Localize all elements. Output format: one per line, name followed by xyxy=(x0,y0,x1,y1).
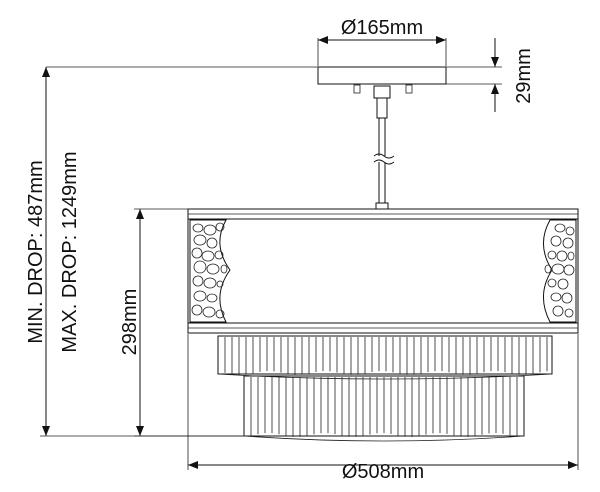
dimension-overall-diameter: Ø508mm xyxy=(187,334,579,483)
canopy-diameter-label: Ø165mm xyxy=(341,17,423,39)
canopy-plate xyxy=(317,66,447,85)
crystal-tier-upper xyxy=(217,335,553,380)
dimension-canopy-height: 29mm xyxy=(446,38,535,112)
canopy-screw-left xyxy=(353,84,361,94)
overall-diameter-label: Ø508mm xyxy=(342,461,424,483)
crystal-tier-lower xyxy=(243,375,525,442)
suspension-rod xyxy=(373,118,395,210)
dimension-canopy-diameter: Ø165mm xyxy=(317,17,447,66)
dimension-drop: MIN. DROP: 487mm MAX. DROP: 1249mm xyxy=(25,66,318,437)
canopy-screw-right xyxy=(405,84,413,94)
drum-body xyxy=(187,218,579,324)
canopy-height-label: 29mm xyxy=(513,48,535,104)
rod-coupling xyxy=(373,85,391,99)
mosaic-panel-left xyxy=(189,219,231,323)
max-drop-label: MAX. DROP: 1249mm xyxy=(59,151,81,352)
upper-drum xyxy=(187,208,579,334)
mosaic-panel-right xyxy=(543,219,577,323)
dimension-shade-height: 298mm xyxy=(119,208,244,437)
canopy xyxy=(317,66,447,119)
shade-height-label: 298mm xyxy=(119,289,141,356)
min-drop-label: MIN. DROP: 487mm xyxy=(25,160,47,343)
